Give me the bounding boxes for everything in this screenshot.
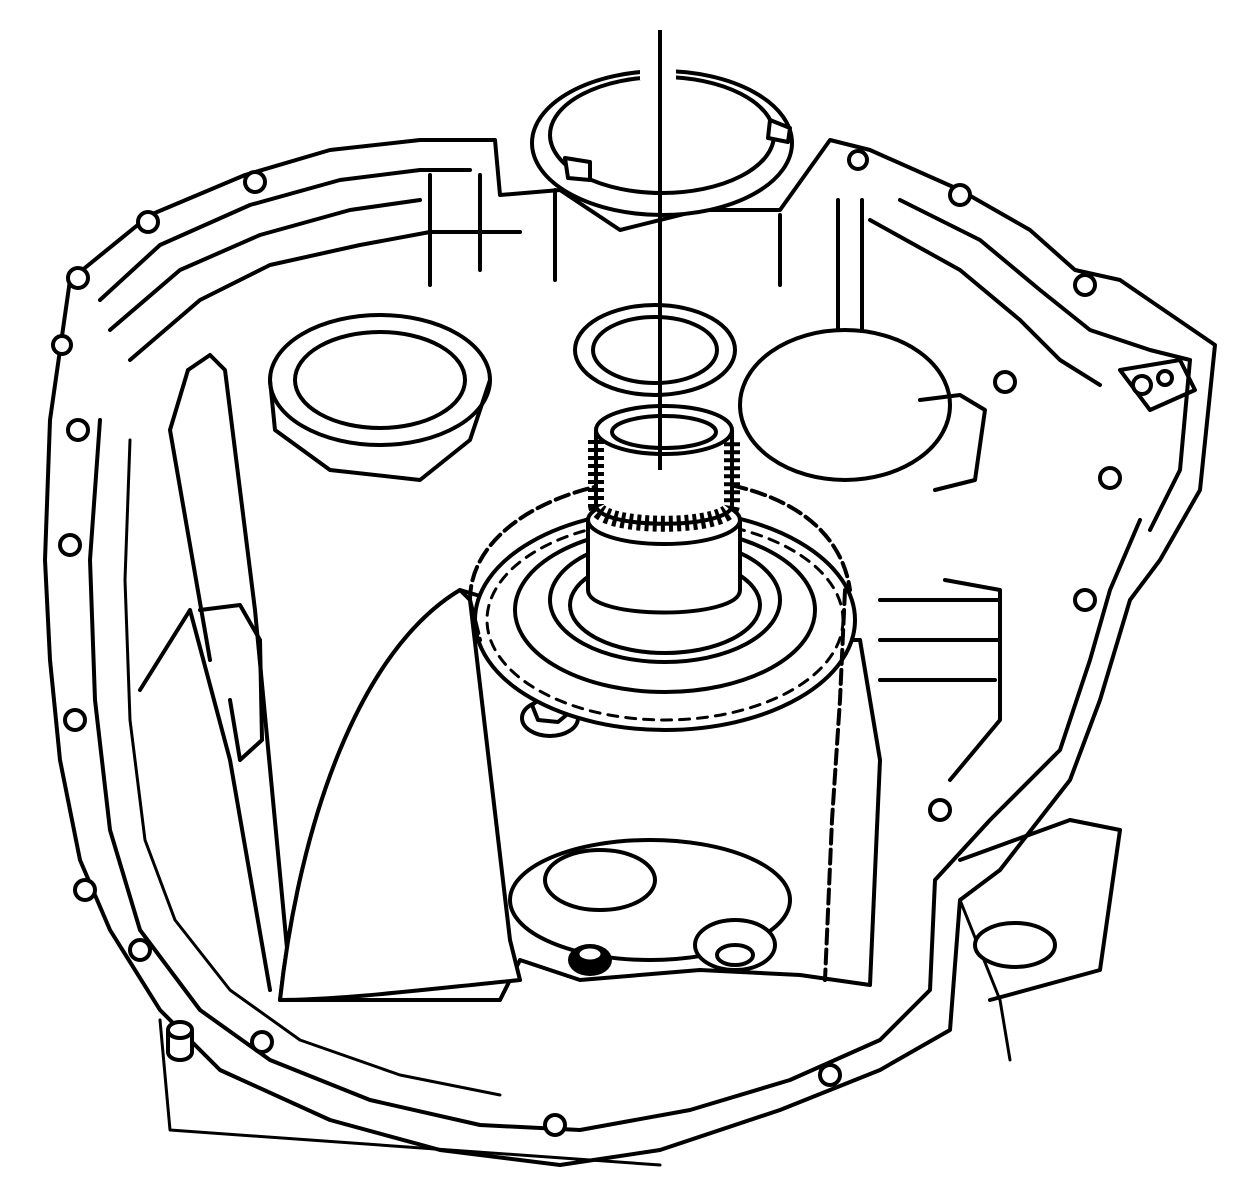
locating-nut [568, 944, 612, 976]
bearing-bore-right [738, 328, 952, 482]
dowel-pin [166, 1020, 194, 1062]
snap-ring [530, 30, 794, 217]
bearing-bore-left [268, 313, 492, 482]
drive-sprocket [473, 508, 857, 732]
bearing-bore-center [573, 303, 737, 397]
driven-gear [508, 838, 792, 972]
flange-bolt-holes [51, 149, 1122, 1137]
splined-bushing [586, 404, 742, 615]
